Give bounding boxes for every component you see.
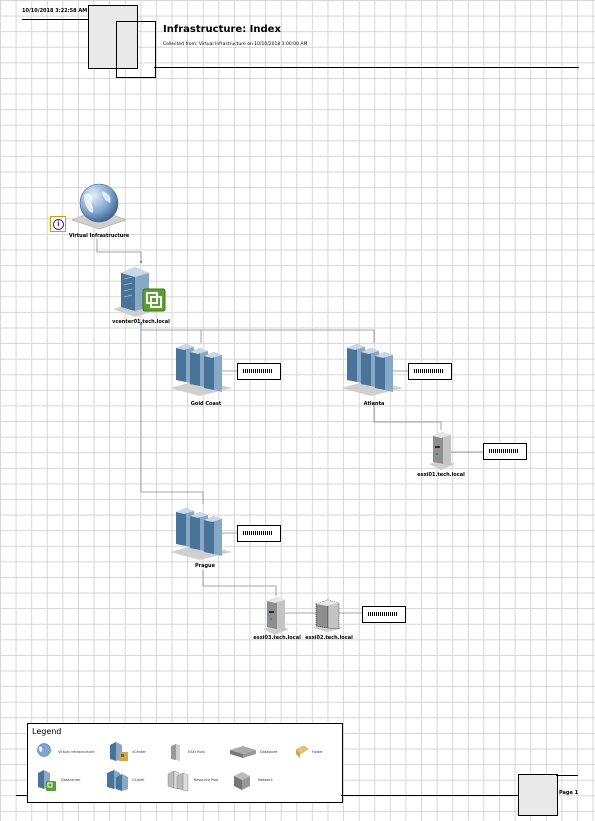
- legend-item-label: Virtual Infrastructure: [58, 750, 95, 754]
- legend-item-label: Datacenter: [61, 778, 81, 782]
- legend-item-label: vCenter: [132, 750, 146, 754]
- page-title: Infrastructure: Index: [163, 24, 281, 35]
- connector-prague-hosts: [202, 570, 277, 596]
- node-label-datacenter-1: Gold Coast: [190, 401, 222, 407]
- legend-datastore-icon: [230, 746, 256, 758]
- legend-item-label: ESXi Host: [188, 750, 205, 754]
- page-number: Page 1: [559, 790, 579, 796]
- node-label-datacenter-2: Atlanta: [363, 401, 385, 407]
- status-box: [408, 363, 452, 380]
- connector-atlanta-host: [373, 402, 442, 430]
- vcenter-icon[interactable]: [113, 265, 169, 317]
- node-label-host-1: esxi01.tech.local: [417, 472, 465, 478]
- status-box: [237, 525, 281, 542]
- legend-globe-icon: [37, 743, 51, 757]
- connector-vcenter-prague: [140, 330, 204, 504]
- legend-vcenter-icon: [110, 742, 128, 761]
- legend-item-label: Network: [258, 778, 273, 782]
- node-label-host-2: esxi03.tech.local: [253, 635, 301, 641]
- legend-item-label: Datastore: [260, 750, 278, 754]
- status-box: [362, 606, 406, 623]
- footer-logo-box: [518, 774, 558, 816]
- connector-root-vcenter: [96, 239, 142, 262]
- footer-rule: [341, 795, 518, 796]
- node-label-vcenter: vcenter01.tech.local: [112, 319, 170, 325]
- node-label-datacenter-3: Prague: [194, 563, 216, 569]
- legend-datacenter-icon: [38, 770, 56, 791]
- globe-icon: [71, 183, 127, 229]
- header-rule-top: [22, 19, 88, 20]
- connector-vcenter-datacenters: [140, 324, 375, 343]
- esxi-host-icon[interactable]: [429, 430, 455, 470]
- esxi-host-icon[interactable]: [263, 595, 289, 635]
- legend-item-label: Cluster: [132, 778, 145, 782]
- node-label-host-3: esxi02.tech.local: [305, 635, 353, 641]
- node-label-root: Virtual Infrastructure: [68, 233, 130, 239]
- legend-network-icon: [234, 772, 250, 790]
- timestamp: 10/10/2018 3:22:58 AM: [22, 8, 88, 14]
- header-logo-box: [88, 5, 138, 69]
- footer-rule-right: [556, 775, 578, 776]
- legend-title: Legend: [32, 727, 62, 736]
- header-logo-box-inner: [116, 21, 156, 78]
- status-box: [237, 363, 281, 380]
- datacenter-icon[interactable]: [170, 340, 232, 396]
- footer-rule-left: [16, 795, 28, 796]
- legend: Legend Virtual Infrastructure vCenter ES…: [27, 723, 343, 803]
- page-subtitle: Collected from: Virtual Infrastructure o…: [163, 42, 308, 47]
- status-box: [483, 443, 527, 460]
- legend-cluster-icon: [107, 770, 128, 791]
- legend-esxi-icon: [171, 744, 180, 761]
- datacenter-icon[interactable]: [170, 504, 232, 560]
- datacenter-icon[interactable]: [341, 340, 403, 396]
- info-icon[interactable]: i: [50, 216, 66, 232]
- header-rule: [154, 67, 579, 68]
- legend-folder-icon: [295, 745, 309, 758]
- legend-item-label: Folder: [312, 750, 323, 754]
- legend-item-label: Resource Pool: [194, 778, 219, 782]
- esxi-host-icon[interactable]: [313, 598, 343, 632]
- legend-resource-pool-icon: [167, 770, 189, 792]
